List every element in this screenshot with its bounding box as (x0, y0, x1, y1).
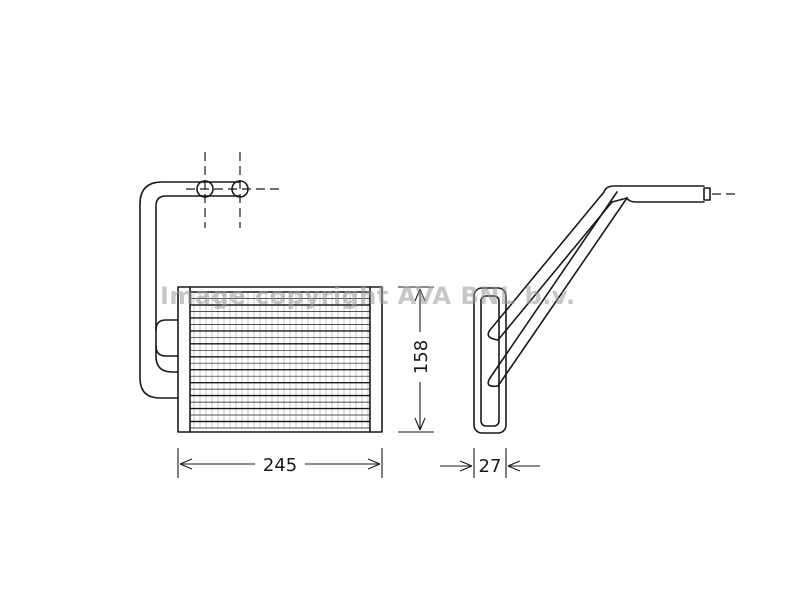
side-pipe-end-1 (487, 329, 499, 341)
watermark-text: Image copyright AVA BNL b.v. (160, 282, 576, 310)
side-core-outer (473, 287, 507, 434)
side-view (473, 185, 735, 434)
side-header-bottom (626, 197, 705, 203)
side-core-inner (480, 295, 500, 427)
side-pipe-1b (497, 201, 613, 341)
height-dimension: 158 (398, 286, 434, 433)
depth-label: 27 (479, 456, 502, 477)
side-header-joint (611, 197, 628, 203)
pipe-stub-upper (155, 319, 179, 331)
side-pipe-2a (489, 191, 618, 379)
side-pipe-end-2 (487, 377, 499, 388)
width-label: 245 (263, 455, 297, 476)
side-pipe-1a (489, 191, 605, 331)
width-dimension: 245 (177, 448, 383, 478)
front-view (139, 152, 383, 433)
side-header-top (603, 185, 705, 193)
pipe-stub-lower (155, 345, 179, 357)
core-body (177, 286, 383, 433)
depth-dimension: 27 (440, 448, 540, 478)
side-pipe-2b (497, 197, 628, 387)
core-fins (190, 291, 370, 429)
pipe-outer (139, 181, 206, 399)
pipe-inner (155, 195, 206, 373)
side-fitting (703, 187, 711, 201)
height-label: 158 (411, 340, 432, 374)
